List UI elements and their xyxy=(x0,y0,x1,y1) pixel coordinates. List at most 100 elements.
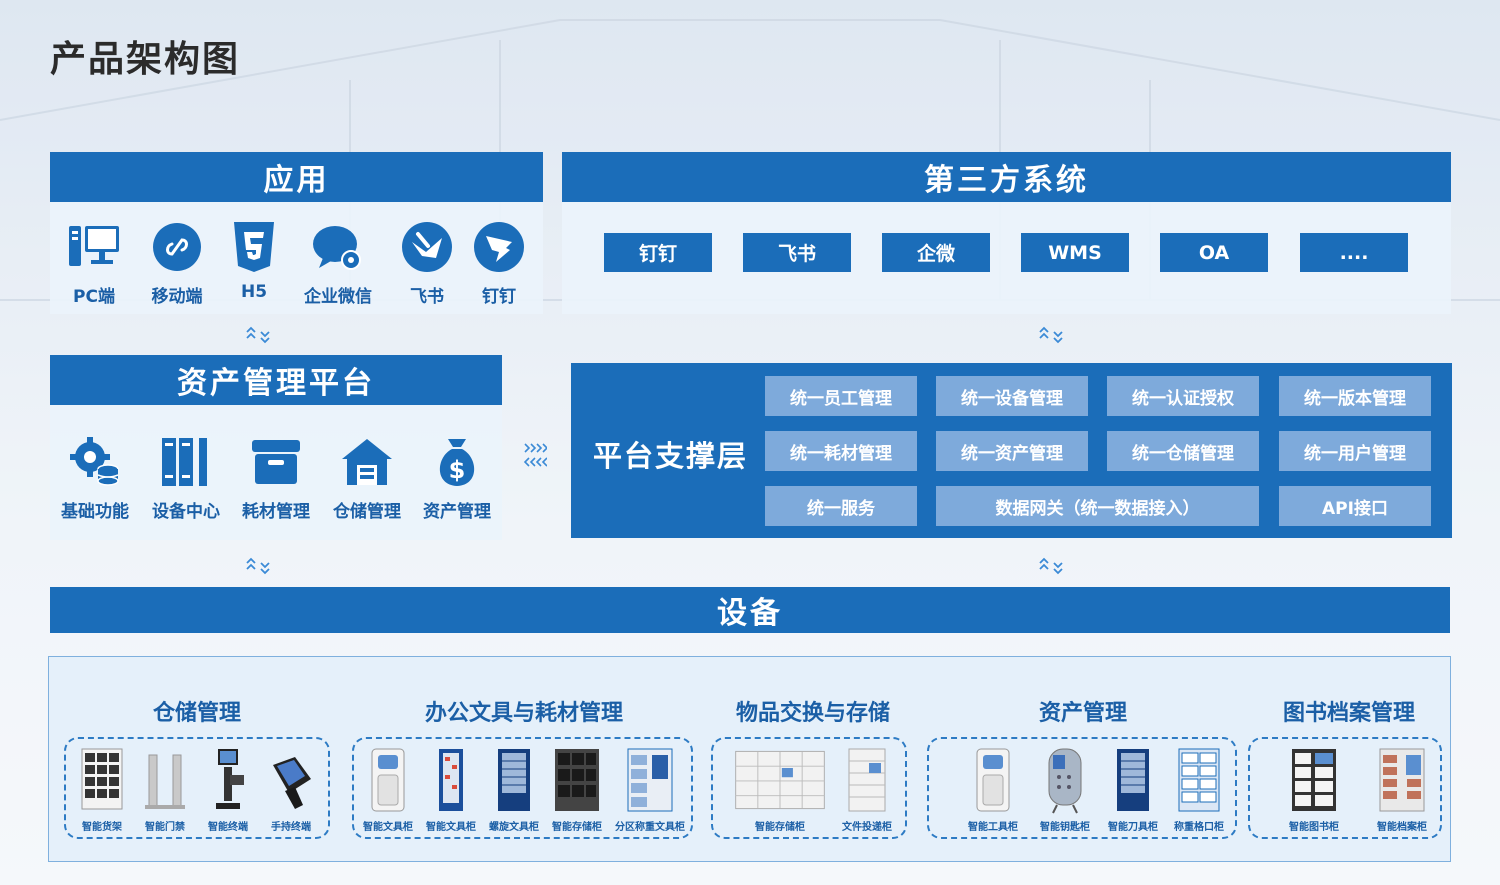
device-caption: 智能存储柜 xyxy=(552,822,602,833)
blade-cabinet-icon xyxy=(1117,749,1149,811)
app-panel: 应用 PC端 移动端 H5 企业微信 xyxy=(50,152,543,314)
device-item[interactable]: 文件投递柜 xyxy=(837,745,897,833)
asset-item-assets[interactable]: $ 资产管理 xyxy=(417,435,497,522)
spiral-cabinet-icon xyxy=(498,749,530,811)
device-item[interactable]: 智能档案柜 xyxy=(1372,745,1432,833)
support-item-api[interactable]: API接口 xyxy=(1279,486,1431,526)
device-item[interactable]: 分区称重文具柜 xyxy=(612,745,688,833)
device-caption: 分区称重文具柜 xyxy=(615,822,685,833)
page-title: 产品架构图 xyxy=(50,39,241,80)
asset-platform-panel: 资产管理平台 基础功能 设备中心 耗材管理 xyxy=(50,355,502,540)
third-party-title: 第三方系统 xyxy=(562,152,1451,202)
asset-item-warehouse[interactable]: 仓储管理 xyxy=(327,435,407,522)
third-party-wecom-button[interactable]: 企微 xyxy=(882,233,990,272)
device-caption: 智能文具柜 xyxy=(363,822,413,833)
device-item[interactable]: 智能文具柜 xyxy=(421,745,481,833)
up-down-arrow-icon xyxy=(246,326,270,344)
gate-icon xyxy=(145,754,185,809)
up-down-arrow-icon xyxy=(246,557,270,575)
device-item[interactable]: 智能终端 xyxy=(198,745,258,833)
storage-locker-icon xyxy=(735,750,825,810)
asset-platform-title: 资产管理平台 xyxy=(50,355,502,405)
device-caption: 智能货架 xyxy=(82,822,122,833)
third-party-wms-button[interactable]: WMS xyxy=(1021,233,1129,272)
app-item-label: 飞书 xyxy=(410,287,444,307)
support-layer-title: 平台支撑层 xyxy=(593,439,749,473)
stationery-cabinet-icon xyxy=(371,748,405,812)
gear-database-icon xyxy=(70,437,119,486)
support-item-auth[interactable]: 统一认证授权 xyxy=(1107,376,1259,416)
device-item[interactable]: 螺旋文具柜 xyxy=(484,745,544,833)
support-item-device[interactable]: 统一设备管理 xyxy=(936,376,1088,416)
book-cabinet-icon xyxy=(1292,749,1336,811)
device-group-office: 智能文具柜 智能文具柜 螺旋文具柜 智能存储柜 xyxy=(352,737,693,839)
device-group-title: 图书档案管理 xyxy=(1282,701,1415,726)
app-item-feishu[interactable]: 飞书 xyxy=(387,220,467,307)
device-group-library: 智能图书柜 智能档案柜 xyxy=(1248,737,1442,839)
asset-item-device-center[interactable]: 设备中心 xyxy=(146,435,226,522)
device-group-title: 仓储管理 xyxy=(152,701,241,726)
device-caption: 智能终端 xyxy=(208,822,248,833)
device-item[interactable]: 智能货架 xyxy=(72,745,132,833)
device-item[interactable]: 智能存储柜 xyxy=(547,745,607,833)
third-party-oa-button[interactable]: OA xyxy=(1160,233,1268,272)
device-group-warehouse: 智能货架 智能门禁 智能终端 手持终端 xyxy=(64,737,330,839)
money-bag-icon: $ xyxy=(439,439,475,486)
device-item[interactable]: 智能钥匙柜 xyxy=(1035,745,1095,833)
third-party-more-button[interactable]: .... xyxy=(1300,233,1408,272)
asset-item-basic[interactable]: 基础功能 xyxy=(55,435,135,522)
devices-panel: 仓储管理 智能货架 智能门禁 智能终端 xyxy=(48,656,1451,862)
device-item[interactable]: 智能门禁 xyxy=(135,745,195,833)
device-caption: 智能刀具柜 xyxy=(1108,822,1158,833)
pc-icon xyxy=(69,226,119,266)
up-down-arrow-icon xyxy=(1039,557,1063,575)
support-item-service[interactable]: 统一服务 xyxy=(765,486,917,526)
device-group-exchange: 智能存储柜 文件投递柜 xyxy=(711,737,907,839)
svg-text:$: $ xyxy=(449,456,466,484)
device-caption: 智能文具柜 xyxy=(426,822,476,833)
asset-item-label: 基础功能 xyxy=(61,502,129,522)
app-item-dingtalk[interactable]: 钉钉 xyxy=(459,220,539,307)
device-caption: 手持终端 xyxy=(271,822,311,833)
support-item-asset[interactable]: 统一资产管理 xyxy=(936,431,1088,471)
device-item[interactable]: 智能存储柜 xyxy=(725,745,835,833)
archive-cabinet-icon xyxy=(1379,748,1425,812)
app-item-wecom[interactable]: 企业微信 xyxy=(298,220,378,307)
dingtalk-icon xyxy=(474,222,524,272)
left-right-arrow-icon xyxy=(523,443,547,467)
device-caption: 智能工具柜 xyxy=(968,822,1018,833)
file-drop-cabinet-icon xyxy=(848,748,886,812)
binders-icon xyxy=(162,438,207,486)
device-caption: 智能存储柜 xyxy=(755,822,805,833)
devices-title: 设备 xyxy=(50,587,1450,633)
support-item-consumables[interactable]: 统一耗材管理 xyxy=(765,431,917,471)
device-item[interactable]: 智能图书柜 xyxy=(1284,745,1344,833)
device-group-title: 资产管理 xyxy=(1038,701,1127,726)
device-item[interactable]: 智能工具柜 xyxy=(963,745,1023,833)
device-item[interactable]: 智能刀具柜 xyxy=(1103,745,1163,833)
tool-cabinet-icon xyxy=(976,748,1010,812)
app-item-mobile[interactable]: 移动端 xyxy=(137,220,217,307)
third-party-dingtalk-button[interactable]: 钉钉 xyxy=(604,233,712,272)
support-item-warehouse[interactable]: 统一仓储管理 xyxy=(1107,431,1259,471)
device-item[interactable]: 智能文具柜 xyxy=(358,745,418,833)
support-item-data-gateway[interactable]: 数据网关（统一数据接入） xyxy=(936,486,1259,526)
app-panel-title: 应用 xyxy=(50,152,543,202)
support-item-staff[interactable]: 统一员工管理 xyxy=(765,376,917,416)
app-item-label: 企业微信 xyxy=(304,287,372,307)
device-caption: 螺旋文具柜 xyxy=(489,822,539,833)
device-caption: 智能门禁 xyxy=(145,822,185,833)
html5-icon xyxy=(234,222,274,272)
support-item-user[interactable]: 统一用户管理 xyxy=(1279,431,1431,471)
device-item[interactable]: 手持终端 xyxy=(261,745,321,833)
support-item-version[interactable]: 统一版本管理 xyxy=(1279,376,1431,416)
device-group-assets: 智能工具柜 智能钥匙柜 智能刀具柜 称重格口柜 xyxy=(927,737,1237,839)
support-layer-panel: 平台支撑层 统一员工管理 统一设备管理 统一认证授权 统一版本管理 统一耗材管理… xyxy=(571,363,1452,538)
asset-item-consumables[interactable]: 耗材管理 xyxy=(236,435,316,522)
third-party-feishu-button[interactable]: 飞书 xyxy=(743,233,851,272)
app-item-h5[interactable]: H5 xyxy=(214,220,294,302)
storage-cabinet-icon xyxy=(555,749,599,811)
app-item-pc[interactable]: PC端 xyxy=(54,220,134,307)
key-cabinet-icon xyxy=(1048,748,1082,814)
device-item[interactable]: 称重格口柜 xyxy=(1169,745,1229,833)
